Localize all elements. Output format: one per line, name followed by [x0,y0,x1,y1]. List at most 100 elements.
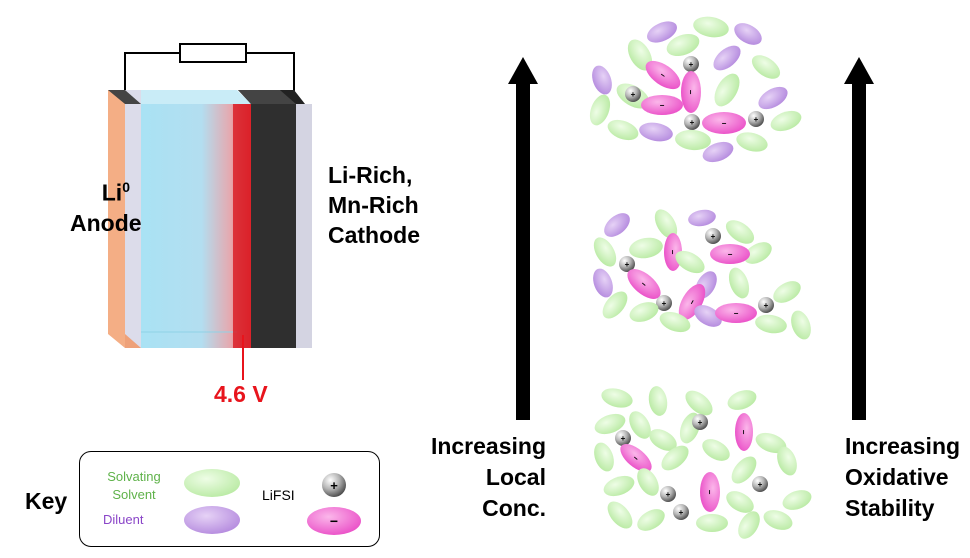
anode-label-li: Li [101,179,123,206]
solvent-molecule [763,510,793,530]
solvent-molecule [607,119,639,141]
key-diluent-ellipse [184,506,240,534]
solvent-molecule [738,511,760,539]
solvent-molecule [728,267,750,299]
key-box [79,451,380,547]
cation-charge-symbol: + [689,60,694,69]
external-circuit [124,43,295,92]
anion-charge-symbol: − [631,453,641,463]
cathode-label-line1: Li-Rich, [328,162,413,188]
solvent-molecule [727,390,757,410]
diluent-molecule [592,65,612,95]
anion-charge-symbol: − [734,309,739,318]
solvent-molecule [607,501,633,529]
cation-charge-symbol: + [711,232,716,241]
cation-charge-symbol: + [764,301,769,310]
oxidative-stability-label: Increasing Oxidative Stability [845,431,970,524]
key-solvating-line2: Solvent [112,487,156,502]
key-title: Key [25,488,68,514]
solvent-molecule [773,281,801,303]
fsi-anion [700,472,720,512]
lithium-cation [684,114,700,130]
anion-charge-symbol: − [687,298,697,307]
anion-charge-symbol: − [639,279,649,289]
lithium-cation [705,228,721,244]
solvent-molecule [744,242,772,264]
fsi-anion [641,95,683,115]
solvent-molecule [702,439,730,461]
solvent-molecule [751,55,781,79]
anion-charge-symbol: − [705,490,714,495]
local-concentration-label: Increasing Local Conc. [406,431,546,524]
right-arrow-line1: Increasing [845,433,961,459]
key-lifsi-label: LiFSI [262,487,295,503]
cation-charge-symbol: + [621,434,626,443]
anion-charge-symbol: − [722,119,727,128]
solvent-molecule [777,446,797,476]
high-local-concentration-cluster: −+−+−+−+ [589,16,802,163]
cation-charge-symbol: + [698,418,703,427]
solvent-molecule [629,302,659,322]
solvent-molecule [593,237,617,267]
solvent-molecule [696,514,728,532]
solvent-molecule [654,209,678,239]
solvent-molecule [666,33,700,57]
lithium-cation [656,295,672,311]
solvent-molecule [725,220,755,244]
cathode-label-line2: Mn-Rich [328,192,419,218]
key-anion-ellipse [307,507,361,535]
lithium-cation [683,56,699,72]
solvent-molecule [603,475,635,497]
anion-charge-symbol: − [668,250,677,255]
resistor-icon [179,43,247,63]
cathode-layer [238,90,296,348]
solvent-molecule [629,237,663,259]
solvent-molecule [589,94,611,126]
lithium-cation [758,297,774,313]
solvent-molecule [594,413,626,435]
solvent-molecule [755,432,787,454]
fsi-anion [710,244,750,264]
solvent-molecule [782,490,812,510]
fsi-anion [735,413,753,451]
key-diluent-label: Diluent [103,512,144,527]
solvent-molecule [675,129,711,151]
anode-label: Li0 Anode [70,172,142,238]
cathode-label-line3: Cathode [328,222,420,248]
key-cation-sphere [322,473,346,497]
solvent-molecule [693,16,729,38]
solvent-molecule [726,491,754,513]
key-cation-symbol: + [330,478,338,493]
solvent-molecule [659,311,691,333]
solvent-molecule [770,110,802,132]
diluent-molecule [604,213,630,237]
lithium-cation [752,476,768,492]
cation-charge-symbol: + [758,480,763,489]
solvent-molecule [637,509,665,531]
solvent-molecule [731,456,757,484]
cation-charge-symbol: + [631,90,636,99]
lithium-cation [692,414,708,430]
anode-label-word: Anode [70,209,142,236]
lithium-cation [625,86,641,102]
right-arrow-line3: Stability [845,495,935,521]
solvent-molecule [601,388,633,408]
fsi-anion [715,303,757,323]
cation-charge-symbol: + [679,508,684,517]
cation-charge-symbol: + [662,299,667,308]
fsi-anion [681,71,701,113]
solvent-molecule [755,314,787,334]
fsi-anion [627,269,661,299]
key-solvating-solvent-label: Solvating Solvent [94,468,174,504]
cation-charge-symbol: + [625,260,630,269]
solvent-molecule [594,442,614,472]
diluent-molecule [713,45,741,71]
anion-charge-symbol: − [658,70,667,80]
solvent-molecule [736,132,768,152]
solvent-molecule [714,73,740,107]
diluent-molecule [758,86,788,110]
lithium-cation [748,111,764,127]
low-local-concentration-cluster: −++−+−++ [594,386,812,539]
anion-charge-symbol: − [739,430,748,435]
